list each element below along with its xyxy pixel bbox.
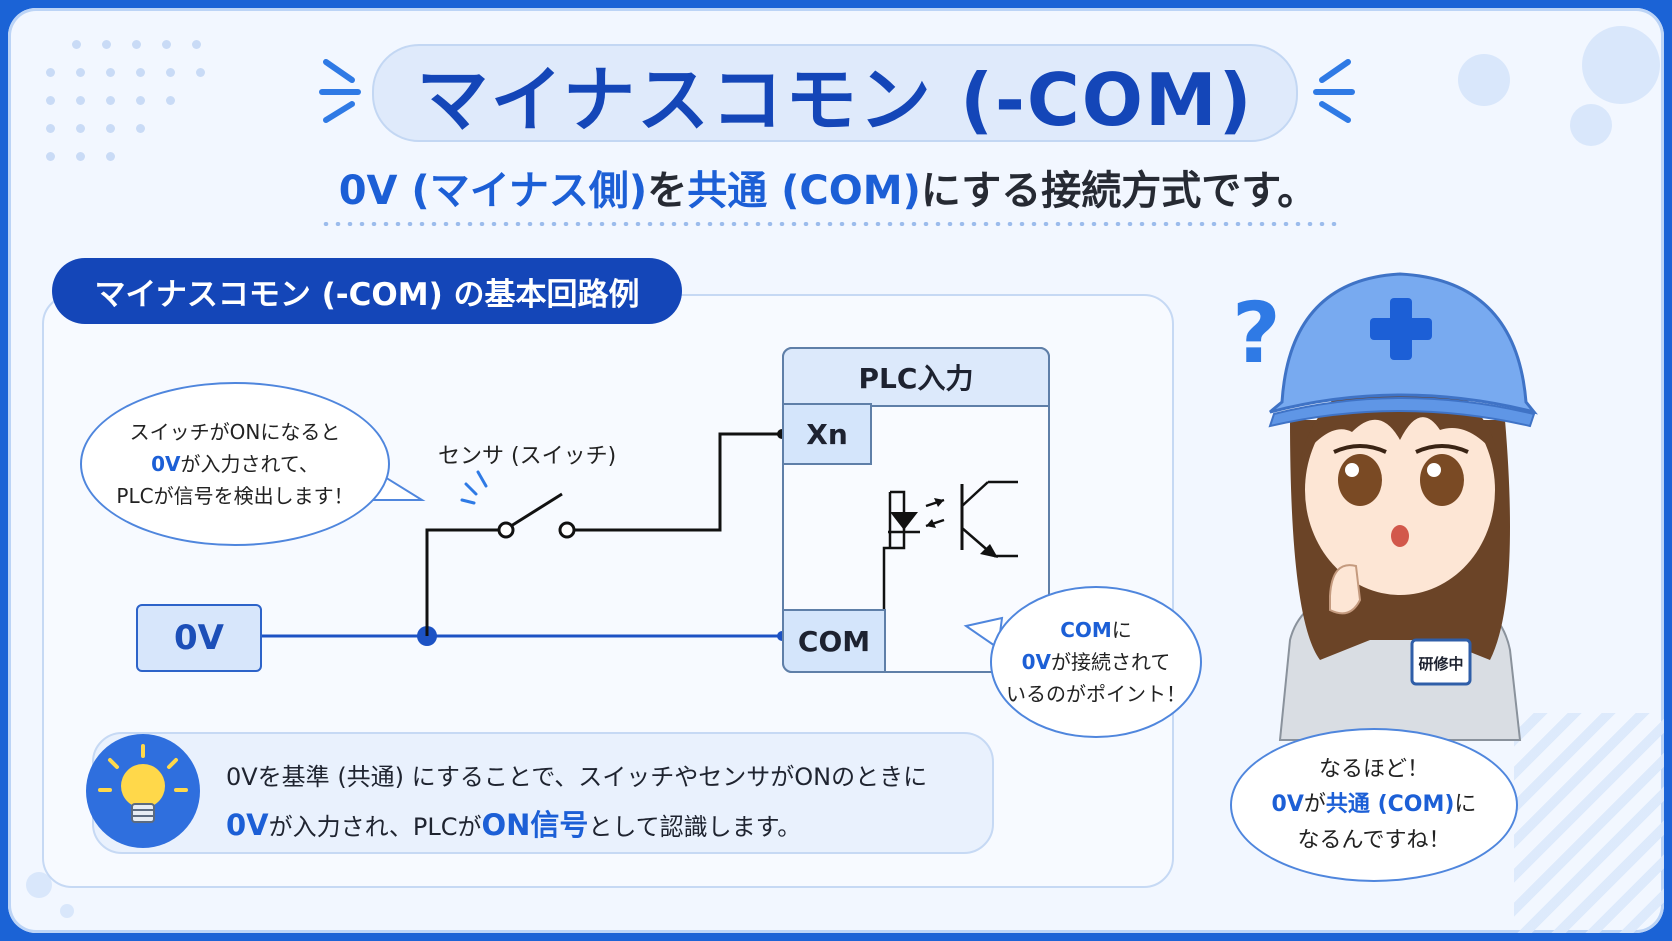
question-mark-icon: ? bbox=[1232, 284, 1281, 382]
bubble-left-line3: PLCが信号を検出します！ bbox=[116, 484, 354, 508]
bubble-com-line1-hl: COM bbox=[1060, 618, 1112, 642]
subtitle: 0V (マイナス側)を共通 (COM)にする接続方式です。 bbox=[0, 158, 1656, 216]
sparkle-icon bbox=[319, 59, 361, 123]
speech-bubble-com: COMに 0Vが接続されて いるのがポイント！ bbox=[990, 586, 1202, 738]
speech-bubble-switch: スイッチがONになると 0Vが入力されて、 PLCが信号を検出します！ bbox=[80, 382, 390, 546]
tip-line2-hl1: 0V bbox=[226, 808, 269, 843]
port-xn: Xn bbox=[782, 403, 872, 465]
girl-bubble-line3: なるんですね！ bbox=[1297, 827, 1451, 853]
decorative-circle bbox=[60, 904, 74, 918]
subtitle-part1: 0V (マイナス側) bbox=[338, 168, 648, 214]
name-badge: 研修中 bbox=[1418, 655, 1463, 673]
title-pill: マイナスコモン (-COM) bbox=[372, 44, 1298, 142]
bubble-com-line3: いるのがポイント！ bbox=[1006, 682, 1186, 706]
sparkle-icon bbox=[1313, 59, 1355, 123]
tip-text: 0Vを基準 (共通) にすることで、スイッチやセンサがONのときに 0Vが入力さ… bbox=[226, 756, 927, 851]
zero-v-box: 0V bbox=[136, 604, 262, 672]
girl-bubble-line2-hl: 0V bbox=[1271, 792, 1304, 818]
decorative-circle bbox=[1582, 26, 1660, 104]
tip-line2-b: として認識します。 bbox=[588, 813, 802, 842]
bubble-com-line1: に bbox=[1111, 618, 1132, 642]
decorative-circle bbox=[1570, 104, 1612, 146]
speech-bubble-girl: なるほど！ 0Vが共通 (COM)に なるんですね！ bbox=[1230, 728, 1518, 882]
subtitle-part4: にする接続方式です。 bbox=[920, 168, 1318, 214]
xn-wire bbox=[574, 432, 782, 532]
girl-bubble-line1: なるほど！ bbox=[1318, 757, 1429, 783]
lightbulb-badge bbox=[86, 734, 200, 848]
girl-bubble-line2-hl2: 共通 (COM) bbox=[1325, 792, 1455, 818]
girl-bubble-line2-a: が bbox=[1303, 792, 1326, 818]
tip-line2-hl2: ON信号 bbox=[481, 808, 589, 843]
bubble-left-line2-hl: 0V bbox=[151, 452, 181, 476]
sensor-label: センサ (スイッチ) bbox=[438, 444, 617, 469]
tip-line1: 0Vを基準 (共通) にすることで、スイッチやセンサがONのときに bbox=[226, 763, 928, 791]
switch-wire bbox=[425, 528, 506, 636]
port-com: COM bbox=[782, 609, 886, 673]
page-title: マイナスコモン (-COM) bbox=[416, 57, 1254, 142]
lightbulb-icon bbox=[98, 744, 188, 823]
subtitle-part2: を bbox=[647, 168, 688, 214]
bubble-left-line1: スイッチがONになると bbox=[129, 420, 341, 444]
helmet-cross-icon bbox=[1370, 298, 1432, 360]
bubble-com-line2-hl: 0V bbox=[1021, 650, 1051, 674]
tip-line2-a: が入力され、PLCが bbox=[268, 813, 482, 842]
tip-box bbox=[92, 732, 994, 854]
switch-contact-left bbox=[497, 521, 515, 539]
bubble-left-line2: が入力されて、 bbox=[180, 452, 319, 476]
section-tab: マイナスコモン (-COM) の基本回路例 bbox=[52, 258, 682, 324]
subtitle-part3: 共通 (COM) bbox=[687, 168, 921, 214]
plc-header: PLC入力 bbox=[782, 347, 1050, 407]
decorative-stripes bbox=[1514, 713, 1664, 933]
sparkle-icon bbox=[464, 482, 478, 496]
switch-lever bbox=[510, 492, 563, 528]
dotted-divider bbox=[320, 222, 1340, 226]
girl-bubble-line2-b: に bbox=[1454, 792, 1477, 818]
bubble-com-line2: が接続されて bbox=[1051, 650, 1171, 674]
sparkle-icon bbox=[476, 470, 488, 488]
decorative-circle bbox=[1458, 54, 1510, 106]
sparkle-icon bbox=[460, 498, 476, 505]
